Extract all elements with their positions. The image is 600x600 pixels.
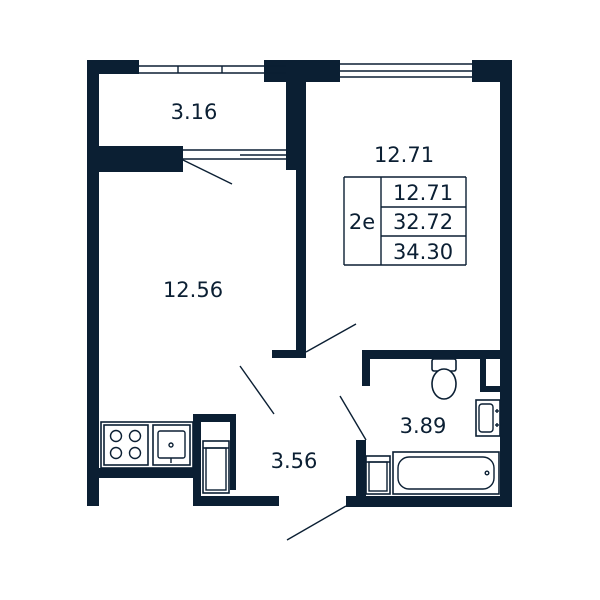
kitchen-sink-icon: [152, 424, 191, 466]
area-legend: 2e 12.71 32.72 34.30: [343, 176, 467, 266]
legend-total-area: 32.72: [393, 210, 453, 234]
wall-hall-top: [193, 414, 235, 422]
wall-bathroom-top: [362, 350, 508, 359]
legend-total-with-balcony: 34.30: [393, 240, 453, 264]
balcony-door: [183, 149, 286, 160]
stove-icon: [103, 424, 149, 466]
kitchen-counter: [100, 421, 194, 469]
wall-bottom-hall: [193, 496, 279, 506]
door-bathroom: [339, 395, 367, 441]
wall-top-middle: [264, 60, 340, 82]
room-hall-area: 3.56: [271, 449, 318, 473]
door-entrance: [286, 505, 347, 541]
walls: [87, 60, 512, 507]
wall-bottom-right: [346, 496, 512, 507]
doors: [182, 159, 367, 541]
window-living-room: [340, 63, 472, 78]
wall-kitchen-living: [296, 168, 306, 356]
wall-bottom-kitchen: [87, 468, 197, 478]
wall-right-outer: [500, 60, 512, 507]
door-kitchen: [239, 365, 275, 415]
washbasin-icon: [475, 399, 501, 437]
windows: [139, 63, 472, 160]
wall-bathroom-left-stub: [362, 350, 370, 386]
door-living-room: [305, 323, 357, 353]
cabinet-icon: [202, 440, 230, 494]
room-kitchen-area: 12.56: [163, 278, 223, 302]
room-bathroom-area: 3.89: [400, 414, 447, 438]
wall-bathroom-left: [356, 440, 366, 506]
wall-kitchen-living-stub: [272, 350, 306, 358]
wall-central-column: [286, 60, 306, 170]
bathtub-icon: [392, 451, 500, 495]
wall-hall-cabinet: [230, 414, 236, 490]
toilet-icon: [431, 358, 457, 400]
window-balcony: [139, 65, 286, 74]
legend-living-area: 12.71: [393, 181, 453, 205]
wall-hall-left: [193, 414, 201, 506]
room-living-room-area: 12.71: [374, 143, 434, 167]
door-balcony: [182, 159, 233, 185]
room-balcony-area: 3.16: [171, 100, 218, 124]
wall-bathroom-niche: [480, 350, 486, 392]
washing-machine-icon: [365, 455, 391, 495]
wall-bathroom-niche-bottom: [480, 386, 508, 392]
wall-top-left-corner: [87, 60, 139, 74]
wall-balcony-kitchen: [87, 146, 183, 172]
legend-rooms-code: 2e: [349, 210, 375, 234]
wall-left-outer: [87, 60, 99, 506]
